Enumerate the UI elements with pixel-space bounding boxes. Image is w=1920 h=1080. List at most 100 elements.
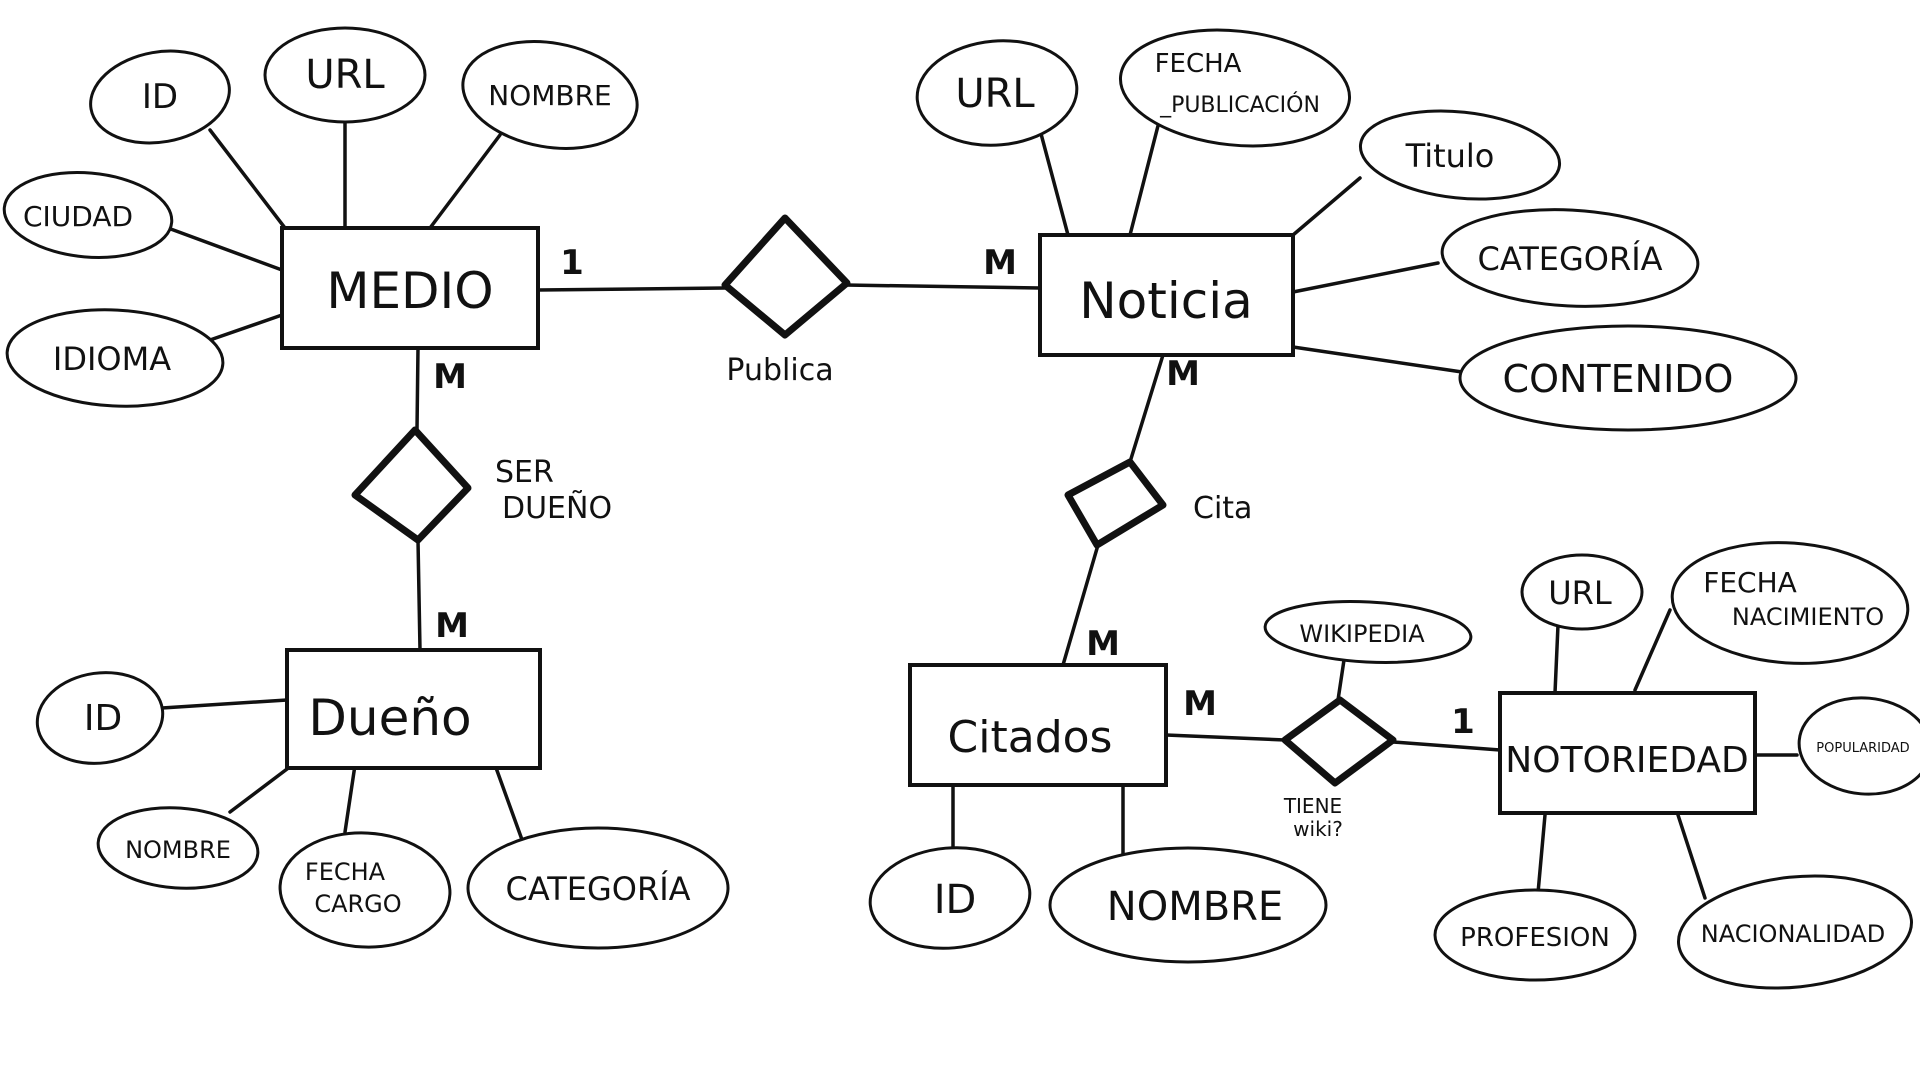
line-medio-id xyxy=(208,128,287,230)
attr-dueno-fecha: FECHA CARGO xyxy=(278,831,452,949)
line-medio-nombre xyxy=(428,133,502,230)
attr-medio-idioma-label: IDIOMA xyxy=(53,340,171,378)
relationship-ser-dueno-label-2: DUEÑO xyxy=(502,490,612,526)
attr-wiki-wikipedia-label: WIKIPEDIA xyxy=(1299,620,1425,648)
attr-medio-id-label: ID xyxy=(142,77,178,117)
line-cita-citados xyxy=(1061,543,1100,667)
attr-dueno-id: ID xyxy=(35,671,165,765)
card-notoriedad-wiki: 1 xyxy=(1451,702,1475,742)
attr-noticia-categoria-label: CATEGORÍA xyxy=(1477,240,1662,278)
attr-citados-id: ID xyxy=(868,846,1032,950)
attr-notoriedad-nacionalidad-label: NACIONALIDAD xyxy=(1701,920,1885,948)
attr-dueno-fecha-label-1: FECHA xyxy=(305,858,386,886)
line-dueno-nombre xyxy=(228,761,297,814)
attr-medio-nombre: NOMBRE xyxy=(461,40,639,150)
attr-dueno-nombre-label: NOMBRE xyxy=(125,836,231,864)
line-medio-idioma xyxy=(208,313,284,342)
line-notoriedad-profesion xyxy=(1536,813,1547,895)
relationship-ser-dueno-label-1: SER xyxy=(495,455,554,490)
connector-lines xyxy=(160,116,1799,900)
card-citados-wiki: M xyxy=(1183,684,1217,724)
attr-medio-id: ID xyxy=(89,49,231,145)
line-notoriedad-fecha xyxy=(1633,608,1672,692)
attr-medio-ciudad: CIUDAD xyxy=(2,171,174,259)
attr-notoriedad-popularidad-label: POPULARIDAD xyxy=(1816,741,1909,756)
attr-notoriedad-url: URL xyxy=(1520,553,1644,631)
relationship-tiene-wiki-label-1: TIENE xyxy=(1283,794,1342,818)
card-medio-ser-dueno: M xyxy=(433,357,467,397)
entity-notoriedad-label: NOTORIEDAD xyxy=(1505,740,1748,781)
relationship-publica-label: Publica xyxy=(726,353,833,388)
line-medio-publica xyxy=(536,286,727,292)
card-noticia-cita: M xyxy=(1166,354,1200,394)
relationship-publica: Publica xyxy=(721,214,851,388)
card-medio-publica: 1 xyxy=(560,243,584,283)
card-dueno-ser-dueno: M xyxy=(435,606,469,646)
line-noticia-fecha xyxy=(1128,116,1162,237)
line-medio-serdueno xyxy=(415,346,420,432)
attr-dueno-nombre: NOMBRE xyxy=(96,806,260,890)
attr-noticia-categoria: CATEGORÍA xyxy=(1440,208,1700,308)
card-citados-cita: M xyxy=(1086,624,1120,664)
line-noticia-titulo xyxy=(1291,176,1362,237)
line-notoriedad-nacionalidad xyxy=(1676,813,1707,900)
line-dueno-categoria xyxy=(493,763,527,850)
attr-noticia-titulo-label: Titulo xyxy=(1405,137,1495,175)
line-noticia-url xyxy=(1038,128,1070,237)
attr-medio-url-label: URL xyxy=(305,52,385,98)
card-noticia-publica: M xyxy=(983,243,1017,283)
attr-wiki-wikipedia: WIKIPEDIA xyxy=(1263,600,1473,664)
entity-noticia-label: Noticia xyxy=(1079,272,1253,330)
line-dueno-id xyxy=(160,698,289,710)
attr-noticia-url-label: URL xyxy=(955,71,1035,117)
relationship-ser-dueno: SER DUEÑO xyxy=(351,426,612,544)
attr-medio-nombre-label: NOMBRE xyxy=(488,79,612,112)
attr-notoriedad-profesion: PROFESION xyxy=(1433,888,1637,982)
relationship-tiene-wiki: TIENE wiki? xyxy=(1281,696,1397,841)
attr-medio-ciudad-label: CIUDAD xyxy=(23,200,133,233)
line-noticia-cita xyxy=(1128,353,1165,464)
entity-medio: MEDIO xyxy=(280,226,540,350)
line-noticia-contenido xyxy=(1291,345,1464,374)
entity-citados: Citados xyxy=(908,663,1168,787)
attr-noticia-contenido-label: CONTENIDO xyxy=(1503,357,1734,401)
relationship-cita-label: Cita xyxy=(1193,491,1252,526)
attr-noticia-fecha-label-1: FECHA xyxy=(1155,49,1242,79)
line-citados-wiki xyxy=(1164,733,1287,742)
entity-medio-label: MEDIO xyxy=(326,262,493,320)
line-medio-ciudad xyxy=(166,226,284,272)
relationship-cita: Cita xyxy=(1064,458,1252,549)
attr-dueno-categoria: CATEGORÍA xyxy=(466,826,730,950)
line-serdueno-dueno xyxy=(416,538,422,652)
attr-citados-nombre: NOMBRE xyxy=(1048,846,1328,964)
attr-medio-url: URL xyxy=(263,26,427,124)
attr-medio-idioma: IDIOMA xyxy=(5,308,225,408)
attr-citados-id-label: ID xyxy=(934,877,977,923)
attr-notoriedad-profesion-label: PROFESION xyxy=(1460,923,1610,953)
attr-dueno-categoria-label: CATEGORÍA xyxy=(505,870,690,908)
line-noticia-categoria xyxy=(1291,261,1440,294)
attr-noticia-titulo: Titulo xyxy=(1358,109,1562,201)
entity-citados-label: Citados xyxy=(948,712,1113,763)
line-wiki-notoriedad xyxy=(1391,740,1502,752)
line-dueno-fecha xyxy=(343,763,357,834)
line-publica-noticia xyxy=(843,283,1042,290)
relationship-tiene-wiki-label-2: wiki? xyxy=(1293,817,1343,841)
attr-noticia-fecha: FECHA _PUBLICACIÓN xyxy=(1118,28,1352,148)
attr-notoriedad-fecha: FECHA NACIMIENTO xyxy=(1670,541,1910,665)
entity-noticia: Noticia xyxy=(1038,233,1295,357)
attr-noticia-url: URL xyxy=(915,39,1079,147)
line-wiki-wikipedia xyxy=(1336,658,1346,702)
attr-notoriedad-nacionalidad: NACIONALIDAD xyxy=(1676,874,1914,990)
attr-noticia-fecha-label-2: _PUBLICACIÓN xyxy=(1159,92,1320,118)
entity-dueno: Dueño xyxy=(285,648,542,770)
line-notoriedad-url xyxy=(1553,623,1560,695)
attr-notoriedad-popularidad: POPULARIDAD xyxy=(1797,696,1920,796)
entity-notoriedad: NOTORIEDAD xyxy=(1498,691,1757,815)
attr-dueno-fecha-label-2: CARGO xyxy=(314,890,401,918)
entity-dueno-label: Dueño xyxy=(308,689,471,747)
attr-dueno-id-label: ID xyxy=(84,698,122,739)
attr-noticia-contenido: CONTENIDO xyxy=(1458,324,1798,432)
attr-notoriedad-fecha-label-2: NACIMIENTO xyxy=(1732,603,1884,631)
